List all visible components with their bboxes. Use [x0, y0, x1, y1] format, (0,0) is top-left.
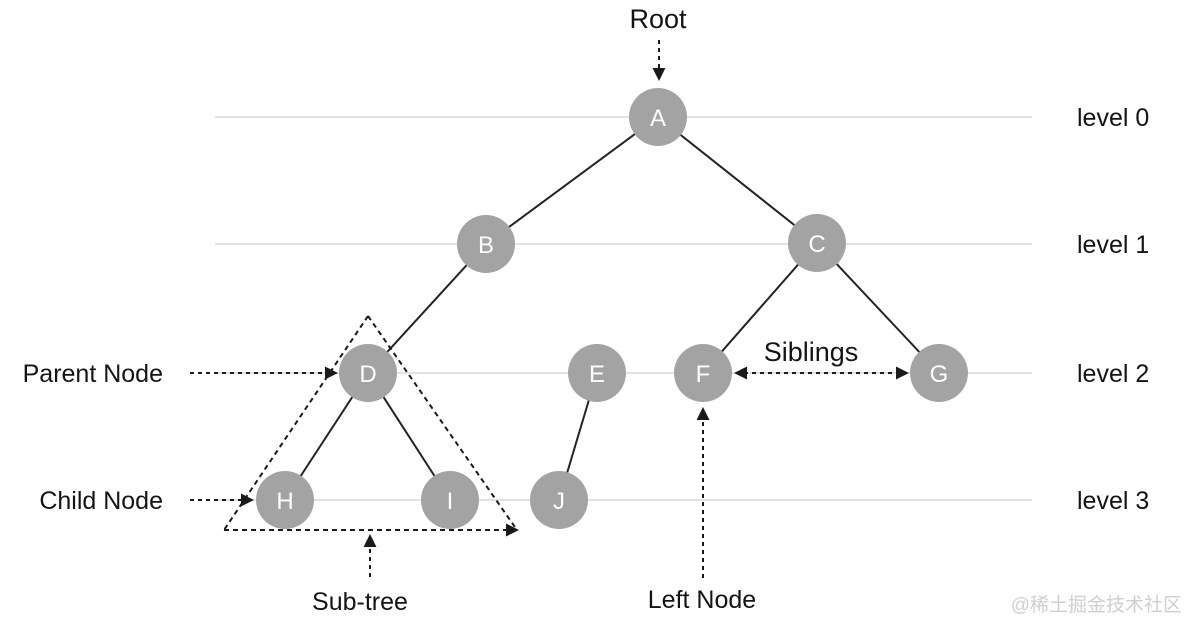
- edge-A-B: [485, 116, 659, 245]
- node-label-I: I: [447, 488, 454, 515]
- level-label-3: level 3: [1077, 487, 1149, 515]
- node-circle-I: [421, 471, 479, 529]
- node-label-E: E: [589, 361, 605, 388]
- node-B: B: [457, 215, 515, 273]
- subtree-triangle-right-side: [367, 315, 518, 531]
- node-label-G: G: [930, 361, 949, 388]
- node-circle-F: [674, 344, 732, 402]
- subtree-triangle-left-side: [223, 315, 369, 531]
- level-label-0: level 0: [1077, 104, 1149, 132]
- node-circle-E: [568, 344, 626, 402]
- parent-node-label: Parent Node: [23, 360, 163, 388]
- edge-C-G: [816, 242, 940, 374]
- edge-B-D: [367, 243, 487, 374]
- node-label-F: F: [696, 361, 711, 388]
- watermark: @稀土掘金技术社区: [1011, 594, 1182, 616]
- node-E: E: [568, 344, 626, 402]
- node-label-C: C: [808, 231, 825, 258]
- node-circle-G: [910, 344, 968, 402]
- node-circle-H: [256, 471, 314, 529]
- level-label-1: level 1: [1077, 231, 1149, 259]
- node-label-B: B: [478, 232, 494, 259]
- level-label-2: level 2: [1077, 360, 1149, 388]
- node-D: D: [339, 344, 397, 402]
- left-node-label: Left Node: [648, 586, 756, 614]
- siblings-label: Siblings: [764, 337, 859, 367]
- child-node-label: Child Node: [39, 487, 163, 515]
- node-circle-A: [629, 88, 687, 146]
- node-I: I: [421, 471, 479, 529]
- node-label-D: D: [359, 361, 376, 388]
- node-C: C: [788, 214, 846, 272]
- node-F: F: [674, 344, 732, 402]
- node-label-A: A: [650, 105, 666, 132]
- node-H: H: [256, 471, 314, 529]
- node-circle-D: [339, 344, 397, 402]
- subtree-label: Sub-tree: [312, 588, 408, 616]
- node-label-J: J: [553, 488, 565, 515]
- node-G: G: [910, 344, 968, 402]
- root-label: Root: [629, 4, 687, 34]
- node-circle-C: [788, 214, 846, 272]
- edge-A-C: [657, 116, 818, 244]
- node-circle-B: [457, 215, 515, 273]
- node-A: A: [629, 88, 687, 146]
- node-label-H: H: [276, 488, 293, 515]
- node-J: J: [530, 471, 588, 529]
- node-circle-J: [530, 471, 588, 529]
